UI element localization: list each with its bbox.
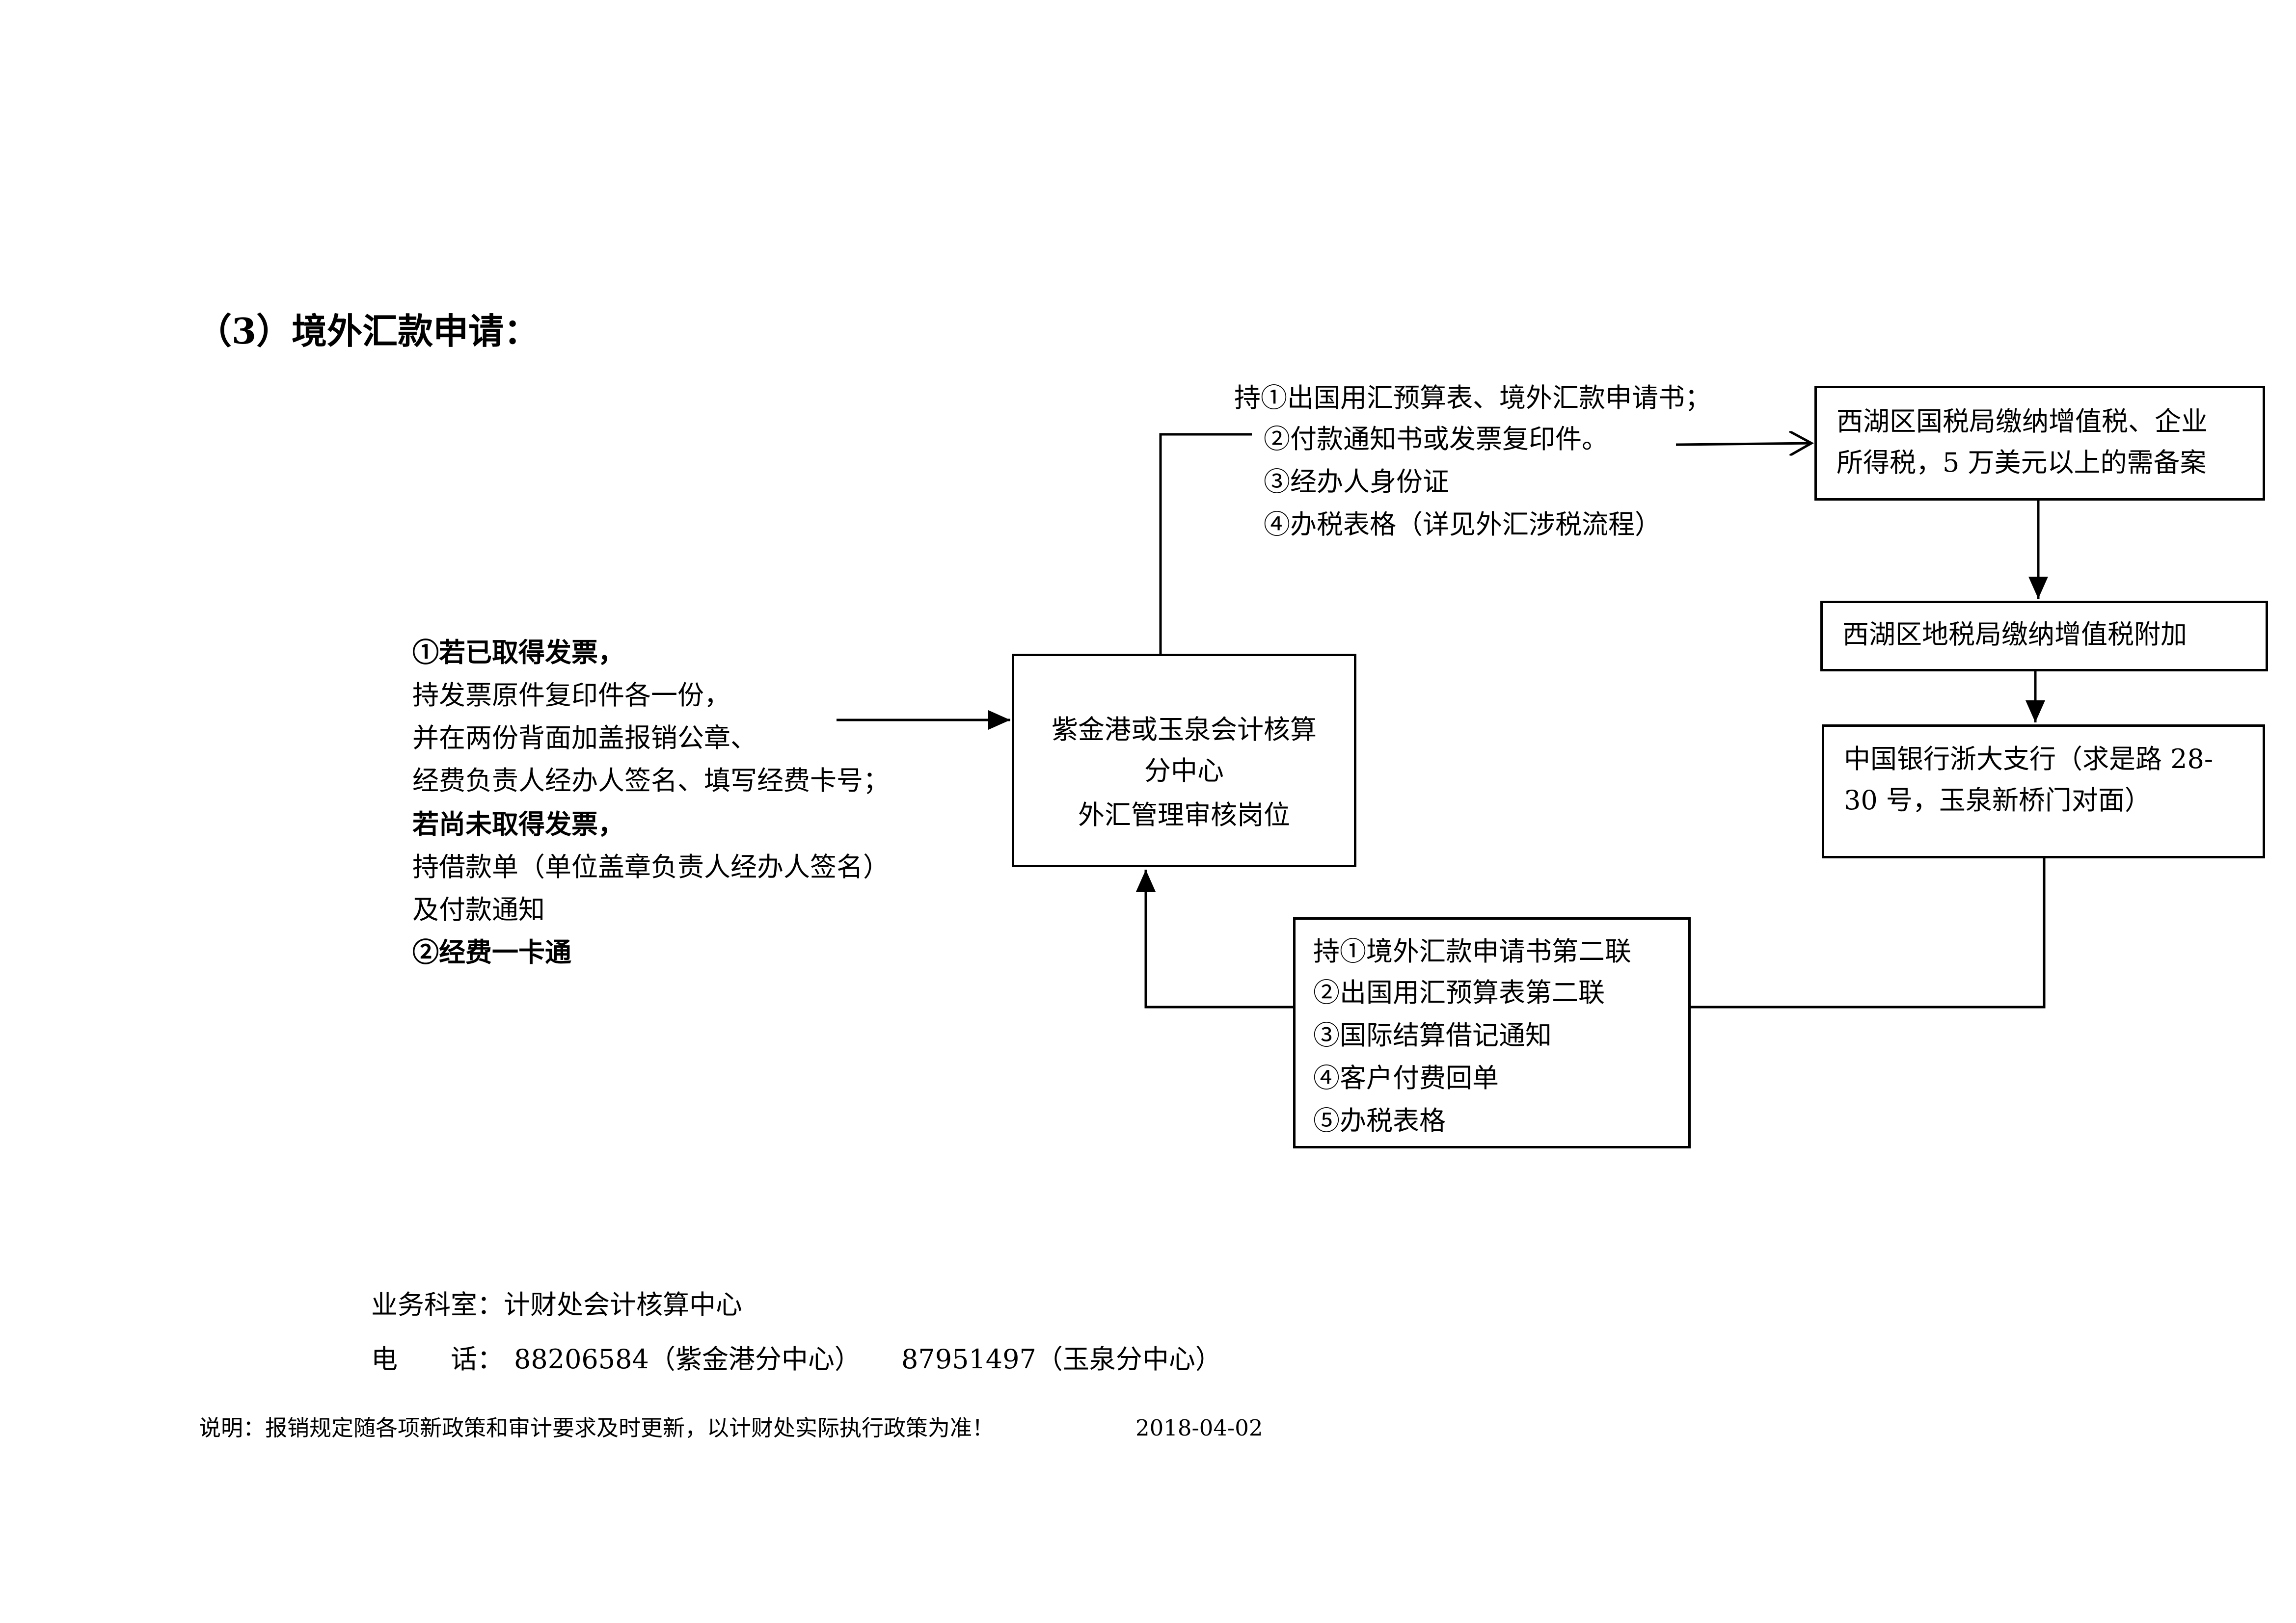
arrow-to-national-tax	[1675, 443, 1811, 445]
note-line: ②经费一卡通	[412, 936, 571, 968]
box-text: ③国际结算借记通知	[1313, 1020, 1552, 1051]
note-line: 持发票原件复印件各一份，	[412, 680, 730, 711]
phone-label: 电 话：	[371, 1344, 504, 1375]
note-line: 并在两份背面加盖报销公章、	[412, 722, 757, 753]
note-line: 经费负责人经办人签名、填写经费卡号；	[412, 765, 890, 796]
note-line: 及付款通知	[412, 894, 545, 925]
box-text: 所得税，5 万美元以上的需备案	[1837, 447, 2207, 478]
box-text: 紫金港或玉泉会计核算	[1052, 714, 1317, 745]
local-tax-box: 西湖区地税局缴纳增值税附加	[1820, 601, 2268, 671]
box-text: 外汇管理审核岗位	[1078, 799, 1290, 830]
requirement-line: 持①出国用汇预算表、境外汇款申请书；	[1234, 382, 1711, 413]
arrow-docs-to-center	[1136, 870, 1295, 1009]
accounting-center-box: 紫金港或玉泉会计核算 分中心 外汇管理审核岗位	[1012, 654, 1356, 867]
policy-note: 说明：报销规定随各项新政策和审计要求及时更新，以计财处实际执行政策为准！	[199, 1415, 995, 1441]
box-text: 西湖区国税局缴纳增值税、企业	[1837, 406, 2208, 437]
date-text: 2018-04-02	[1135, 1415, 1263, 1441]
box-text: ⑤办税表格	[1313, 1105, 1446, 1136]
note-line: 持借款单（单位盖章负责人经办人签名）	[412, 851, 890, 882]
box-text: 西湖区地税局缴纳增值税附加	[1842, 619, 2187, 650]
box-text: 持①境外汇款申请书第二联	[1313, 936, 1631, 967]
requirement-line: ③经办人身份证	[1264, 466, 1449, 497]
office-text: 业务科室：计财处会计核算中心	[371, 1289, 742, 1320]
return-docs-box: 持①境外汇款申请书第二联 ②出国用汇预算表第二联 ③国际结算借记通知 ④客户付费…	[1293, 917, 1691, 1148]
box-text: 30 号，玉泉新桥门对面）	[1844, 785, 2151, 816]
note-line: ①若已取得发票，	[412, 637, 624, 668]
box-text: 中国银行浙大支行（求是路 28-	[1844, 744, 2214, 774]
phone-zijingang: 88206584（紫金港分中心）	[514, 1344, 861, 1375]
requirement-line: ②付款通知书或发票复印件。	[1264, 424, 1608, 454]
national-tax-box: 西湖区国税局缴纳增值税、企业 所得税，5 万美元以上的需备案	[1814, 386, 2265, 501]
connector-center-to-top	[1159, 433, 1252, 654]
connector-bank-to-docs	[1689, 858, 2046, 1009]
bank-box: 中国银行浙大支行（求是路 28- 30 号，玉泉新桥门对面）	[1822, 724, 2265, 858]
note-line: 若尚未取得发票，	[412, 808, 624, 840]
box-text: ④客户付费回单	[1313, 1063, 1499, 1093]
box-text: ②出国用汇预算表第二联	[1313, 977, 1605, 1008]
box-text: 分中心	[1144, 755, 1224, 786]
page-title: （3）境外汇款申请：	[196, 310, 540, 352]
phone-yuquan: 87951497（玉泉分中心）	[901, 1344, 1222, 1375]
requirement-line: ④办税表格（详见外汇涉税流程）	[1264, 509, 1661, 540]
